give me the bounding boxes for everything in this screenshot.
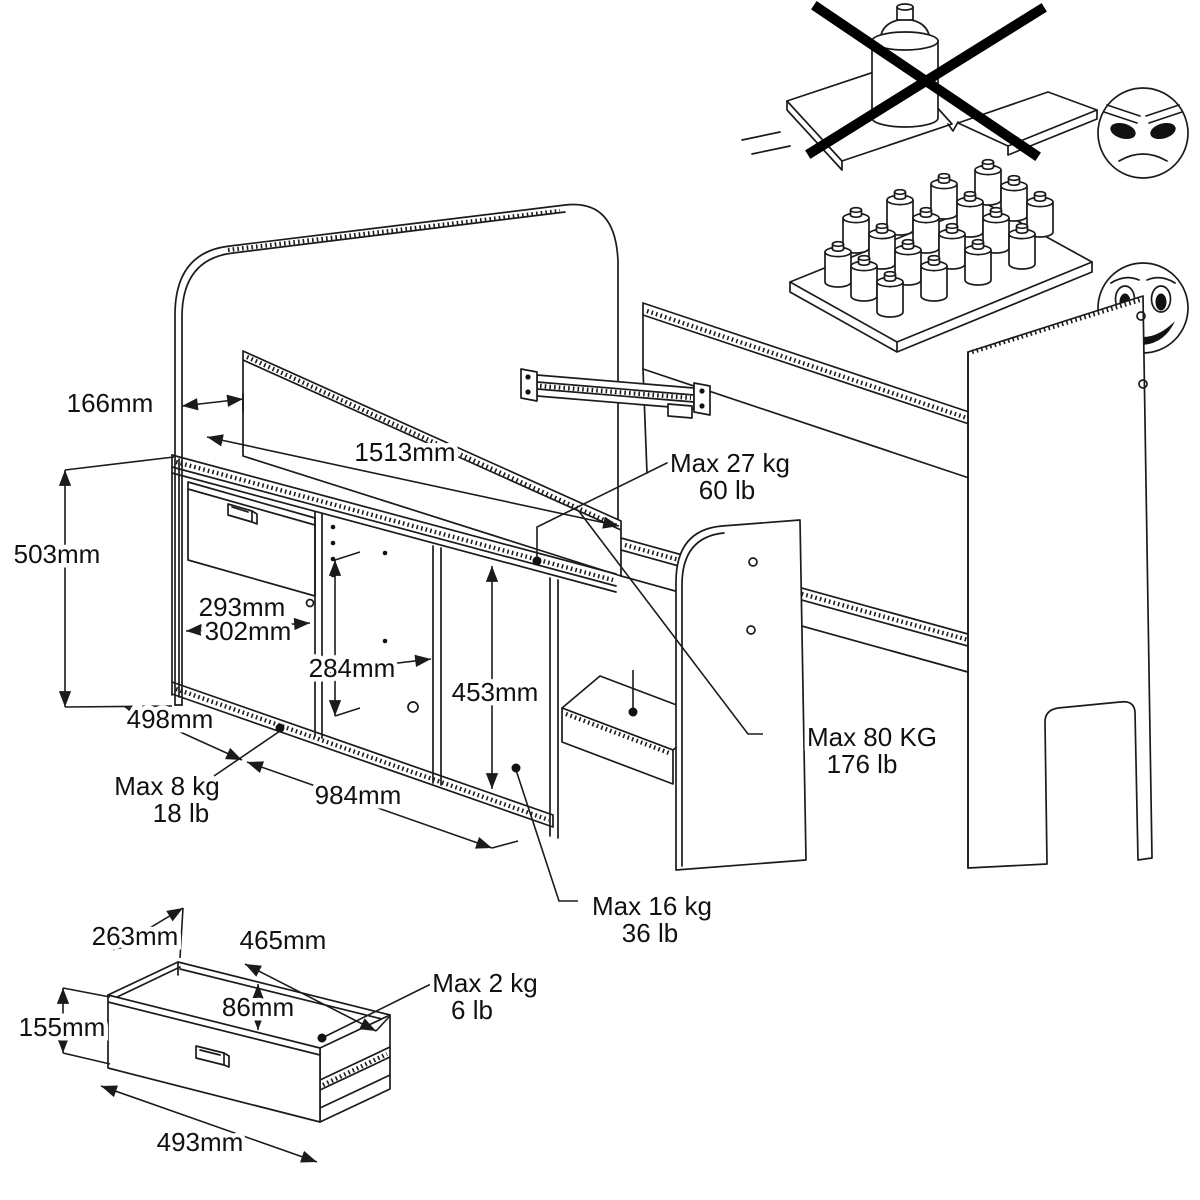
load-label-max8kg: Max 8 kg: [114, 771, 220, 801]
load-label-max27kg: Max 27 kg: [670, 448, 790, 478]
desk-side-panel: [171, 454, 180, 698]
dim-label-465mm: 465mm: [240, 925, 327, 955]
load-label-6lb: 6 lb: [451, 995, 493, 1025]
load-label-60lb: 60 lb: [699, 475, 755, 505]
load-label-max80kg: Max 80 KG: [807, 722, 937, 752]
shelf-crack: [947, 121, 959, 132]
bed-unit-drawing: [171, 203, 1153, 871]
dim-label-984mm: 984mm: [315, 780, 402, 810]
dimension-annotations: [56, 393, 620, 1163]
headboard-panel: [174, 203, 619, 706]
hanging-rail: [520, 368, 711, 419]
desk-drawer-front: [187, 481, 316, 597]
dim-label-1513mm: 1513mm: [354, 437, 455, 467]
leader-max8: [213, 730, 281, 777]
stress-marks: [741, 131, 791, 155]
desk-right-panel: [549, 577, 559, 839]
dim-label-166mm: 166mm: [67, 388, 154, 418]
dim-label-86mm: 86mm: [222, 992, 294, 1022]
dim-498: [124, 706, 243, 761]
drawer-drawing: [107, 961, 391, 1123]
dim-label-302mm: 302mm: [205, 616, 292, 646]
load-label-176lb: 176 lb: [827, 749, 898, 779]
leader-max16: [515, 769, 578, 902]
bad-load-illustration: [741, 1, 1098, 171]
dim-label-453mm: 453mm: [452, 677, 539, 707]
dim-166: [181, 394, 244, 411]
drawer-side-panel: [319, 1014, 391, 1123]
dim-label-155mm: 155mm: [19, 1012, 106, 1042]
footboard-panel: [967, 295, 1153, 869]
dim-465: [244, 963, 377, 1032]
dim-label-498mm: 498mm: [127, 704, 214, 734]
load-label-max2kg: Max 2 kg: [432, 968, 538, 998]
dim-label-293mm: 293mm: [199, 592, 286, 622]
corner-support-panel: [675, 519, 807, 871]
dim-984: [246, 761, 493, 849]
angry-face-icon: [1097, 87, 1189, 179]
dim-label-284mm: 284mm: [309, 653, 396, 683]
load-label-max16kg: Max 16 kg: [592, 891, 712, 921]
dim-302: [185, 617, 311, 637]
leader-max2: [321, 978, 442, 1039]
labels: 166mm 1513mm 503mm 293mm 302mm 284mm 453…: [9, 384, 941, 1162]
desk-partitions: [305, 511, 442, 786]
small-weights: [824, 158, 1054, 318]
cross-line-2: [805, 3, 1047, 159]
dim-label-263mm: 263mm: [92, 921, 179, 951]
dim-493: [100, 1085, 318, 1163]
leader-max80: [577, 509, 763, 735]
leader-max27: [536, 458, 676, 558]
dim-263: [112, 907, 184, 951]
dim-1513: [206, 434, 620, 529]
load-label-18lb: 18 lb: [153, 798, 209, 828]
good-load-illustration: [789, 158, 1093, 353]
load-leaders: [213, 458, 763, 1043]
back-rail-panel: [642, 302, 976, 481]
load-label-36lb: 36 lb: [622, 918, 678, 948]
dim-284: [323, 654, 432, 677]
heavy-weight-icon: [871, 3, 939, 128]
dim-label-503mm: 503mm: [14, 539, 101, 569]
step-shelf: [561, 670, 712, 785]
dim-label-493mm: 493mm: [157, 1127, 244, 1157]
